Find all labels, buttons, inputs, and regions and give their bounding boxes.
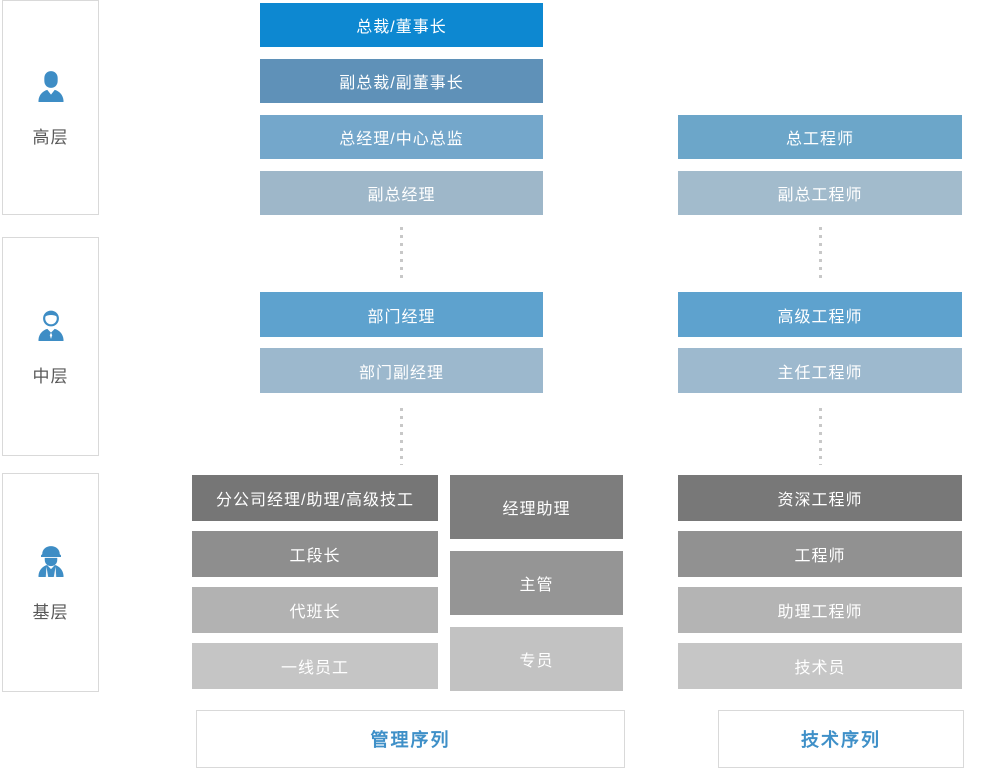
box-technician: 技术员	[678, 643, 962, 689]
box-assistant-engineer: 助理工程师	[678, 587, 962, 633]
box-veteran-engineer: 资深工程师	[678, 475, 962, 521]
box-section-chief: 工段长	[192, 531, 438, 577]
level-card-middle: 中层	[2, 237, 99, 456]
box-supervisor: 主管	[450, 551, 623, 615]
management-sequence-title: 管理序列	[196, 710, 625, 768]
box-vice-president: 副总裁/副董事长	[260, 59, 543, 103]
level-label-senior: 高层	[32, 128, 69, 147]
box-deputy-department-manager: 部门副经理	[260, 348, 543, 393]
level-label-middle: 中层	[32, 367, 69, 386]
box-president-chairman: 总裁/董事长	[260, 3, 543, 47]
box-engineer: 工程师	[678, 531, 962, 577]
executive-icon	[31, 67, 71, 107]
level-card-base: 基层	[2, 473, 99, 692]
technical-sequence-title: 技术序列	[718, 710, 964, 768]
box-general-manager: 总经理/中心总监	[260, 115, 543, 159]
manager-icon	[31, 306, 71, 346]
connector-dotted-management-upper	[400, 227, 403, 281]
box-chief-engineer: 总工程师	[678, 115, 962, 159]
box-specialist: 专员	[450, 627, 623, 691]
box-senior-engineer: 高级工程师	[678, 292, 962, 337]
connector-dotted-management-lower	[400, 408, 403, 465]
box-deputy-chief-engineer: 副总工程师	[678, 171, 962, 215]
box-frontline-employee: 一线员工	[192, 643, 438, 689]
connector-dotted-technical-lower	[819, 408, 822, 465]
level-label-base: 基层	[32, 603, 69, 622]
box-director-engineer: 主任工程师	[678, 348, 962, 393]
box-department-manager: 部门经理	[260, 292, 543, 337]
box-manager-assistant: 经理助理	[450, 475, 623, 539]
worker-icon	[31, 542, 71, 582]
box-acting-team-leader: 代班长	[192, 587, 438, 633]
box-deputy-general-manager: 副总经理	[260, 171, 543, 215]
box-branch-manager-assistant-senior-technician: 分公司经理/助理/高级技工	[192, 475, 438, 521]
level-card-senior: 高层	[2, 0, 99, 215]
connector-dotted-technical-upper	[819, 227, 822, 281]
